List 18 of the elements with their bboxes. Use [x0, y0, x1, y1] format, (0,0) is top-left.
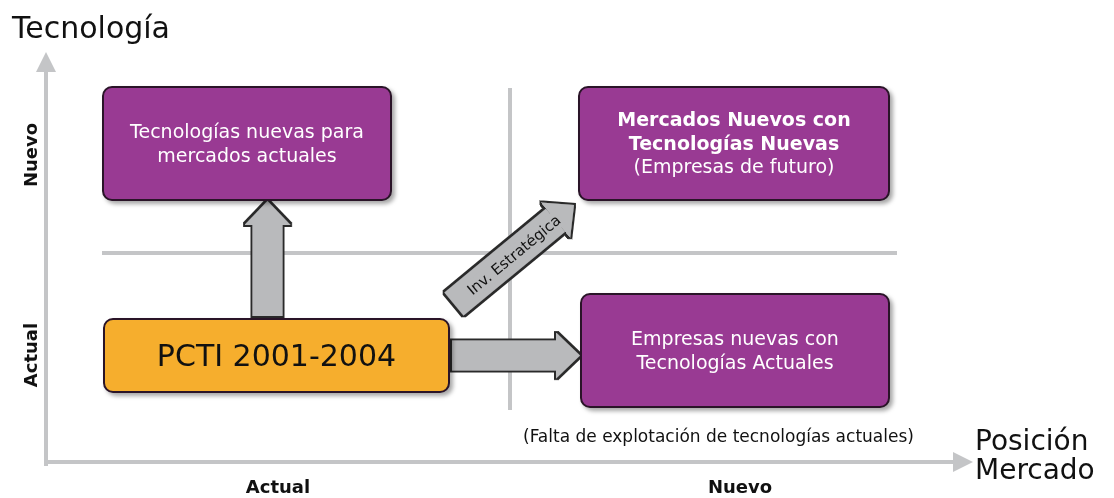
axis-title: Posición Mercado	[975, 426, 1096, 485]
axis-tick-label: Nuevo	[707, 477, 773, 497]
box-text: Tecnologías nuevas para mercados actuales	[129, 119, 365, 168]
note: (Falta de explotación de tecnologías actuales)	[523, 428, 914, 446]
block-arrow	[444, 202, 574, 316]
box-text: (Empresas de futuro)	[632, 155, 836, 180]
box-title: PCTI 2001-2004	[155, 336, 398, 375]
quadrant-box	[580, 293, 890, 408]
axis-tick-label: Actual	[245, 477, 311, 497]
quadrant-box	[578, 86, 890, 201]
quadrant-box	[103, 318, 450, 393]
axis-title: Tecnología	[12, 12, 170, 44]
block-arrow	[452, 332, 580, 379]
axis-tick-label: Actual	[21, 322, 41, 388]
box-text: Empresas nuevas con Tecnologías Actuales	[630, 326, 840, 375]
quadrant-box	[102, 86, 392, 201]
axis-tick-label: Nuevo	[21, 122, 41, 188]
box-text: Mercados Nuevos con Tecnologías Nuevas	[616, 107, 852, 156]
